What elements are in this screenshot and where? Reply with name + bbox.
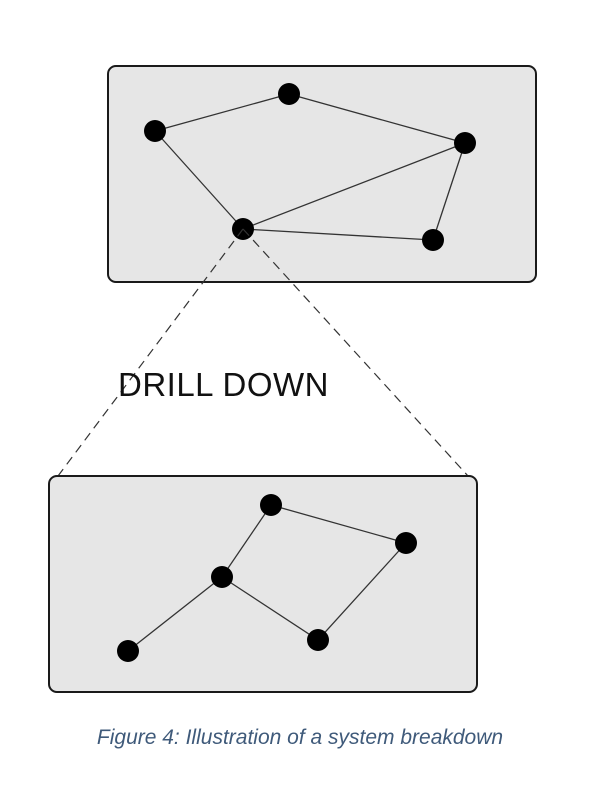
subsystem-node [117, 640, 139, 662]
system-node [278, 83, 300, 105]
system-node [144, 120, 166, 142]
subsystem-node [260, 494, 282, 516]
figure-caption: Figure 4: Illustration of a system break… [96, 726, 504, 749]
drill-line-right [242, 228, 469, 477]
subsystem-panel [48, 475, 478, 693]
system-edge-1 [154, 93, 290, 132]
subsystem-edge-3 [127, 576, 223, 652]
system-edge-5 [432, 142, 466, 241]
system-node [422, 229, 444, 251]
subsystem-node [395, 532, 417, 554]
system-node [454, 132, 476, 154]
subsystem-node [211, 566, 233, 588]
system-edge-4 [242, 142, 466, 230]
subsystem-edge-4 [221, 576, 319, 641]
subsystem-edge-1 [270, 504, 407, 544]
system-panel-box [107, 65, 537, 283]
subsystem-edge-2 [221, 504, 272, 578]
subsystem-edge-5 [317, 542, 407, 641]
system-edge-2 [288, 93, 466, 144]
drill-down-projection [57, 228, 469, 477]
drill-line-left [57, 228, 244, 477]
system-edge-3 [154, 130, 244, 230]
system-panel [107, 65, 537, 283]
subsystem-panel-box [48, 475, 478, 693]
subsystem-node [307, 629, 329, 651]
system-edge-6 [242, 228, 434, 241]
drill-down-label: DRILL DOWN [118, 366, 329, 403]
